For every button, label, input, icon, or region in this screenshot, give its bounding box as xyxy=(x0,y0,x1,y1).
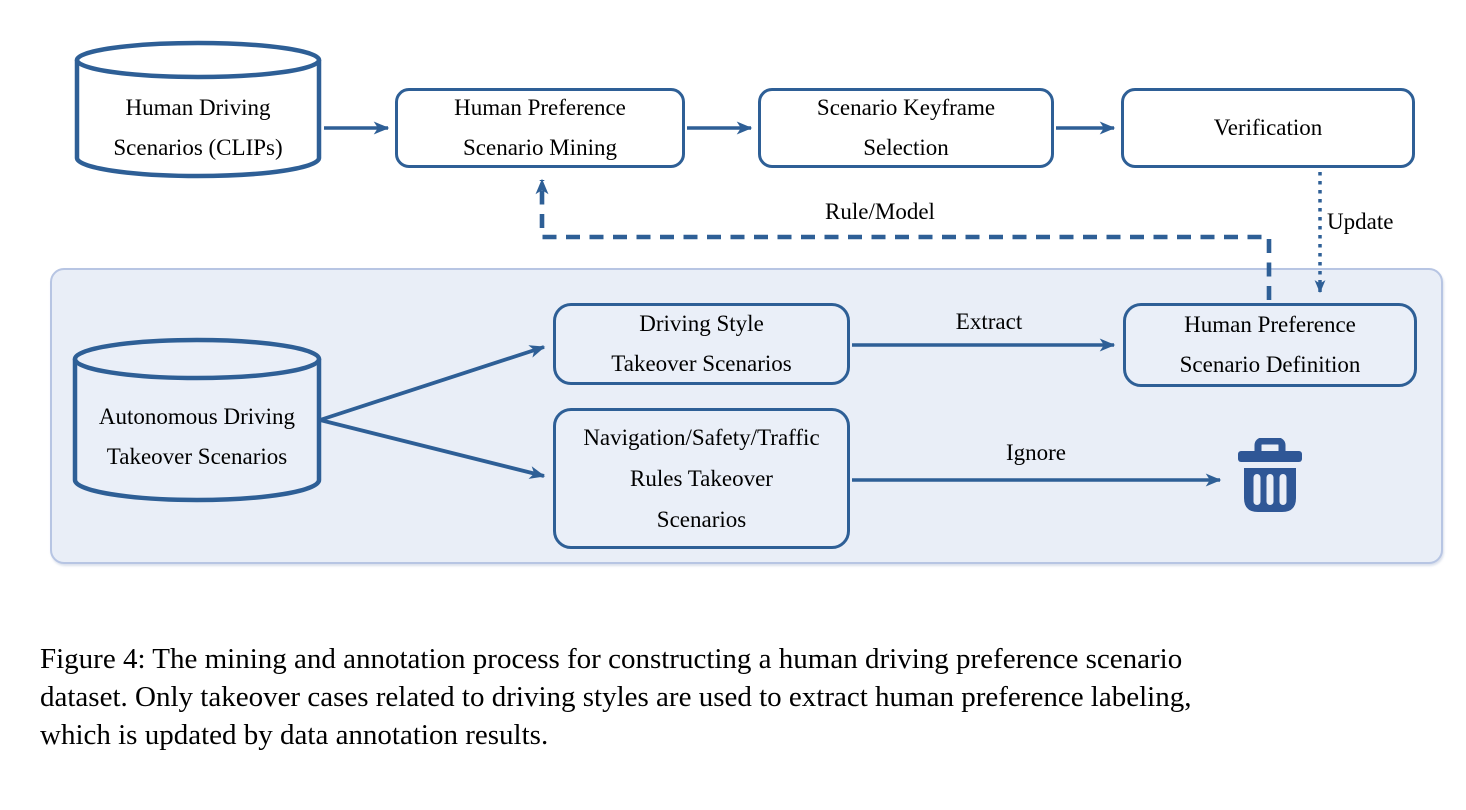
node-human-preference-scenario-mining: Human Preference Scenario Mining xyxy=(395,88,685,168)
node-label-line2: Rules Takeover xyxy=(630,466,773,491)
db-label-line2: Scenarios (CLIPs) xyxy=(113,135,283,160)
node-label-line1: Human Preference xyxy=(1184,312,1356,337)
figure-caption: Figure 4: The mining and annotation proc… xyxy=(40,640,1191,754)
node-label-line2: Scenario Definition xyxy=(1179,352,1361,377)
edge-label-rule-model: Rule/Model xyxy=(825,199,935,224)
node-label-line1: Human Preference xyxy=(454,95,626,120)
node-label-line2: Takeover Scenarios xyxy=(611,351,792,376)
caption-line: Figure 4: The mining and annotation proc… xyxy=(40,643,1183,675)
autonomous-driving-takeover-db: Autonomous Driving Takeover Scenarios xyxy=(72,336,322,504)
db-label: Human Driving Scenarios (CLIPs) xyxy=(74,88,322,168)
db-label-line1: Human Driving xyxy=(125,95,271,120)
edge-label-update: Update xyxy=(1327,209,1394,234)
caption-line: which is updated by data annotation resu… xyxy=(40,719,549,751)
node-label-line1: Verification xyxy=(1213,115,1323,140)
db-label-line2: Takeover Scenarios xyxy=(106,444,288,469)
cylinder-shape xyxy=(74,40,322,179)
node-label-line2: Scenario Mining xyxy=(463,135,617,160)
node-human-preference-scenario-definition: Human Preference Scenario Definition xyxy=(1123,303,1417,387)
node-scenario-keyframe-selection: Scenario Keyframe Selection xyxy=(758,88,1054,168)
node-navigation-safety-traffic-takeover: Navigation/Safety/Traffic Rules Takeover… xyxy=(553,408,850,549)
trash-icon xyxy=(1238,438,1302,512)
node-driving-style-takeover: Driving Style Takeover Scenarios xyxy=(553,303,850,385)
node-label-line1: Driving Style xyxy=(639,311,764,336)
node-label-line1: Scenario Keyframe xyxy=(816,95,996,120)
edge-label-extract: Extract xyxy=(955,309,1023,334)
node-label-line3: Scenarios xyxy=(656,507,747,532)
node-label-line1: Navigation/Safety/Traffic xyxy=(583,425,820,450)
edge-label-ignore: Ignore xyxy=(1005,440,1067,465)
cylinder-shape xyxy=(72,337,322,503)
db-label: Autonomous Driving Takeover Scenarios xyxy=(72,397,322,477)
caption-line: dataset. Only takeover cases related to … xyxy=(40,681,1192,713)
db-label-line1: Autonomous Driving xyxy=(98,404,296,429)
node-verification: Verification xyxy=(1121,88,1415,168)
human-driving-scenarios-db: Human Driving Scenarios (CLIPs) xyxy=(74,40,322,180)
node-label-line2: Selection xyxy=(863,135,949,160)
